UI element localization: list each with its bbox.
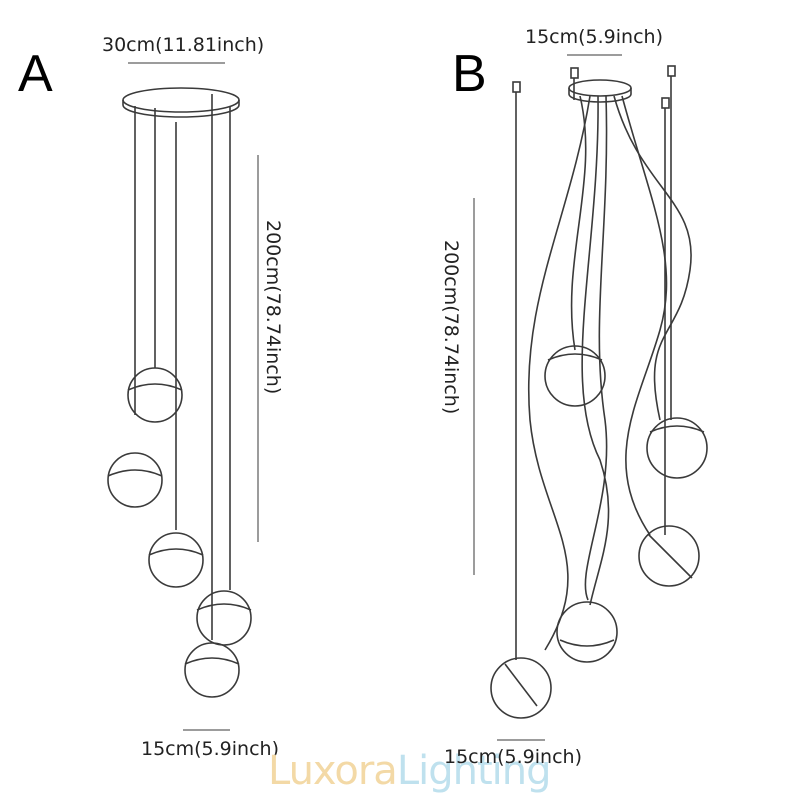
a-globe-5 (184, 642, 240, 698)
b-globe-3 (638, 525, 700, 587)
b-canopy (568, 79, 632, 97)
diagram-b-height-dimension: 200cm(78.74inch) (440, 240, 462, 415)
a-globe-2 (107, 452, 163, 508)
diagram-a-height-dimension: 200cm(78.74inch) (262, 220, 284, 395)
diagram-a-label: A (18, 45, 53, 103)
diagram-b-label: B (452, 45, 487, 103)
diagram-a-top-dimension: 30cm(11.81inch) (102, 34, 265, 56)
diagram-a-bottom-dimension: 15cm(5.9inch) (141, 738, 279, 760)
diagram-b-drawing (473, 54, 708, 741)
watermark-part1: Luxora (268, 748, 398, 794)
a-globe-3 (148, 532, 204, 588)
a-canopy (122, 87, 240, 113)
b-globe-1 (544, 345, 606, 407)
diagram-b-top-dimension: 15cm(5.9inch) (525, 26, 663, 48)
a-globe-1 (127, 367, 183, 423)
diagram-b-bottom-dimension: 15cm(5.9inch) (444, 746, 582, 768)
b-globe-5 (490, 657, 552, 719)
b-globe-4 (556, 601, 618, 663)
a-globe-4 (196, 590, 252, 646)
watermark-part2: Lighting (396, 748, 552, 794)
brand-watermark: LuxoraLighting (268, 748, 551, 794)
diagram-a-drawing (107, 62, 259, 731)
b-globe-2 (646, 417, 708, 479)
